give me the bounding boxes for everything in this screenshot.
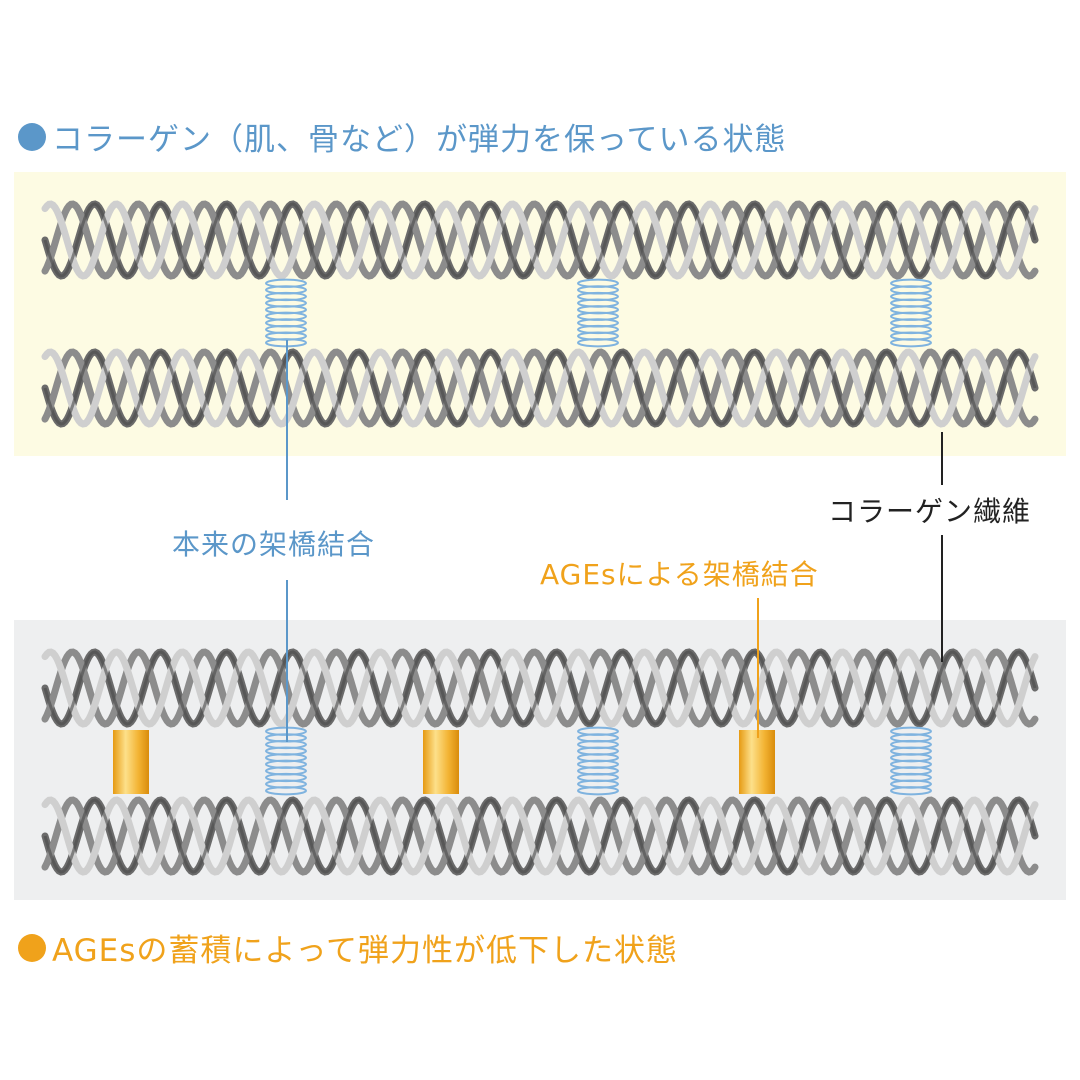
- ages-state-title-text: AGEsの蓄積によって弾力性が低下した状態: [52, 933, 678, 969]
- ages-state-title: AGEsの蓄積によって弾力性が低下した状態: [18, 925, 678, 970]
- spring-coil: [265, 786, 307, 796]
- collagen-strand: [41, 200, 1039, 280]
- ages-crosslink-bar: [739, 730, 775, 794]
- ages-crosslink-bar: [423, 730, 459, 794]
- native-crosslink-spring: [890, 726, 932, 796]
- collagen-fiber-bottom-2: [41, 796, 1039, 876]
- ages-crosslink-label: AGEsによる架橋結合: [540, 558, 819, 591]
- collagen-fibers: [41, 200, 1039, 876]
- collagen-strand: [41, 200, 1039, 280]
- spring-coil: [890, 338, 932, 348]
- native-crosslink-spring: [265, 278, 307, 348]
- collagen-strand-shadow: [43, 202, 1037, 278]
- collagen-strand: [41, 796, 1039, 876]
- ages-crosslink-bar: [113, 730, 149, 794]
- collagen-strand-shadow: [43, 350, 1037, 426]
- collagen-fiber-bottom-1: [41, 648, 1039, 728]
- spring-coil: [890, 786, 932, 796]
- ages-crosslinks: [113, 730, 775, 794]
- collagen-fiber-top-2: [41, 348, 1039, 428]
- collagen-fiber-top-1: [41, 200, 1039, 280]
- orange-circle-icon: [18, 933, 46, 962]
- native-crosslinks: [265, 278, 932, 796]
- collagen-strand-shadow: [43, 798, 1037, 874]
- healthy-state-title-text: コラーゲン（肌、骨など）が弾力を保っている状態: [52, 122, 787, 158]
- collagen-strand-shadow: [43, 650, 1037, 726]
- collagen-strand: [41, 648, 1039, 728]
- collagen-fiber-label: コラーゲン繊維: [828, 495, 1032, 528]
- native-crosslink-spring: [577, 278, 619, 348]
- spring-coil: [577, 338, 619, 348]
- leader-lines: [286, 340, 943, 742]
- collagen-strand: [41, 648, 1039, 728]
- collagen-strand: [41, 796, 1039, 876]
- native-crosslink-label: 本来の架橋結合: [172, 528, 376, 561]
- native-crosslink-spring: [890, 278, 932, 348]
- healthy-state-title: コラーゲン（肌、骨など）が弾力を保っている状態: [18, 114, 786, 159]
- spring-coil: [577, 786, 619, 796]
- collagen-strand: [41, 348, 1039, 428]
- native-crosslink-spring: [577, 726, 619, 796]
- collagen-strand: [41, 348, 1039, 428]
- blue-circle-icon: [18, 122, 46, 151]
